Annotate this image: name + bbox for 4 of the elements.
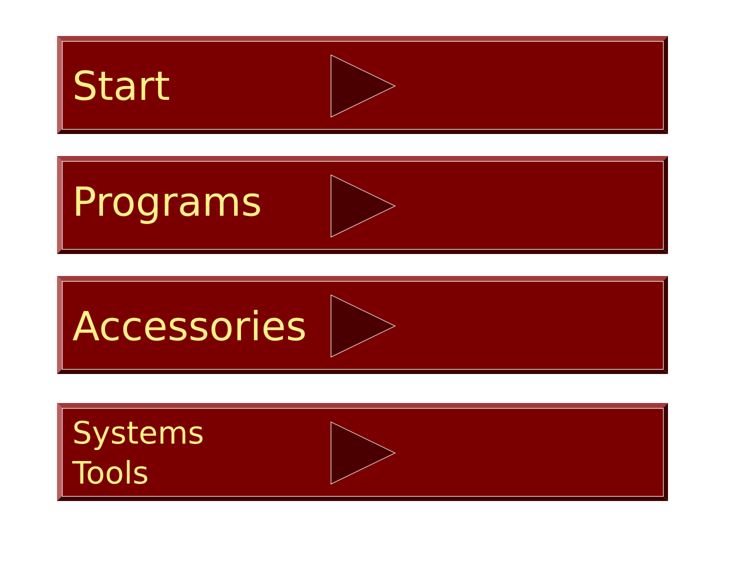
menu-button: Programs: [57, 156, 668, 254]
menu-button: Accessories: [57, 276, 668, 374]
menu-button: Start: [57, 36, 668, 134]
menu-button: Systems Tools: [57, 403, 668, 501]
